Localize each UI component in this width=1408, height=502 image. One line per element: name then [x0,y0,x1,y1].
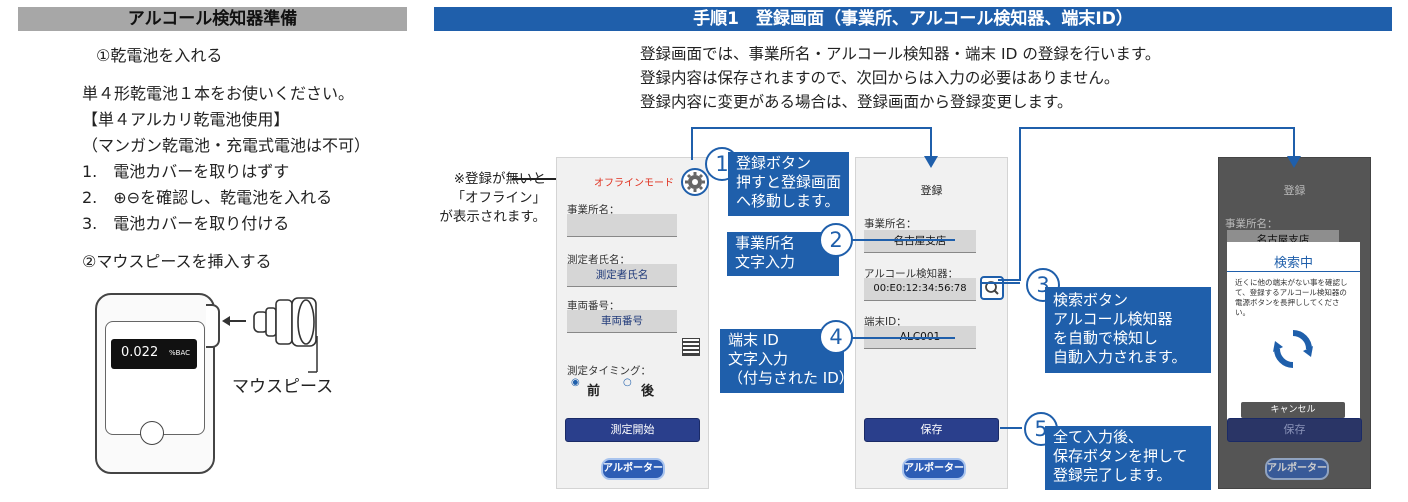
right-section-header: 手順1 登録画面（事業所、アルコール検知器、端末ID） [434,7,1392,31]
device-unit: %BAC [169,349,191,357]
app-logo: アルポーター [902,458,966,480]
save-button[interactable]: 保存 [1227,418,1362,442]
dialog-title: 検索中 [1273,256,1313,271]
cancel-button[interactable]: キャンセル [1241,402,1345,418]
battery-note: 単４形乾電池１本をお使いください。 [82,84,355,103]
timing-before: 前 [587,384,601,399]
step-item: 2. ⊕⊖を確認し、乾電池を入れる [82,188,333,207]
register-title: 登録 [920,184,943,197]
step-item: 1. 電池カバーを取りはずす [82,162,290,181]
power-button [140,421,164,445]
callout-box-2: 事業所名 文字入力 [727,232,839,276]
callout-number-4: 4 [819,320,853,354]
intro-line: 登録内容は保存されますので、次回からは入力の必要はありません。 [640,69,1120,87]
phone-screen-searching: 登録 事業所名： 名古屋支店 検索中 近くに他の端末がない事を確認して、登録する… [1218,157,1371,489]
left-section-header: アルコール検知器準備 [18,7,407,31]
timing-after: 後 [641,384,655,399]
qr-code-icon[interactable] [682,338,700,356]
detector-field[interactable]: 00:E0:12:34:56:78 [864,278,976,301]
step1-title: ①乾電池を入れる [96,46,223,65]
terminal-label: 端末ID： [864,316,907,328]
app-logo: アルポーター [1265,458,1329,480]
mouthpiece-illustration [222,297,318,373]
callout-box-5: 全て入力後、 保存ボタンを押して 登録完了します。 [1045,426,1211,490]
save-button[interactable]: 保存 [864,418,999,442]
dialog-text: 近くに他の端末がない事を確認して、登録するアルコール検知器の電源ボタンを長押しし… [1235,278,1348,317]
refresh-icon [1273,330,1313,368]
vehicle-field[interactable]: 車両番号 [567,310,677,333]
searching-dialog: 検索中 近くに他の端末がない事を確認して、登録するアルコール検知器の電源ボタンを… [1227,242,1360,430]
office-label: 事業所名： [567,204,620,216]
mouthpiece-label: マウスピース [232,377,334,397]
start-measure-button[interactable]: 測定開始 [565,418,700,442]
callout-box-4: 端末 ID 文字入力 （付与された ID） [720,329,854,393]
callout-box-3: 検索ボタン アルコール検知器 を自動で検知し 自動入力されます。 [1045,287,1211,373]
battery-type: 【単４アルカリ乾電池使用】 [82,110,290,129]
gear-icon[interactable] [681,168,709,196]
battery-warning: （マンガン乾電池・充電式電池は不可） [82,136,371,155]
radio-after-icon[interactable]: ○ [623,377,632,388]
detector-label: アルコール検知器： [864,268,959,280]
step2-title: ②マウスピースを挿入する [82,252,272,271]
app-logo: アルポーター [601,458,665,480]
intro-line: 登録画面では、事業所名・アルコール検知器・端末 ID の登録を行います。 [640,45,1161,63]
office-field[interactable] [567,214,677,237]
offline-mode-label: オフラインモード [594,178,674,189]
intro-line: 登録内容に変更がある場合は、登録画面から登録変更します。 [640,93,1073,111]
callout-number-2: 2 [819,223,853,257]
phone-screen-main: オフラインモード 事業所名： 測定者氏名： 測定者氏名 車両番号： 車両番号 測… [556,157,709,489]
phone-screen-register: 登録 事業所名： 名古屋支店 アルコール検知器： 00:E0:12:34:56:… [855,157,1008,489]
office-label: 事業所名： [1225,218,1278,230]
callout-box-1: 登録ボタン 押すと登録画面 へ移動します。 [728,152,850,216]
breathalyzer-device: 0.022 %BAC [95,293,215,474]
offline-note: ※登録が無いと 「オフライン」 が表示されます。 [439,171,546,225]
person-field[interactable]: 測定者氏名 [567,264,677,287]
step-item: 3. 電池カバーを取り付ける [82,214,290,233]
timing-label: 測定タイミング： [567,365,651,377]
device-reading: 0.022 [121,345,159,360]
register-title: 登録 [1283,184,1306,197]
person-label: 測定者氏名： [567,254,630,266]
vehicle-label: 車両番号： [567,300,620,312]
radio-before-icon[interactable]: ◉ [571,377,580,388]
office-label: 事業所名： [864,218,917,230]
